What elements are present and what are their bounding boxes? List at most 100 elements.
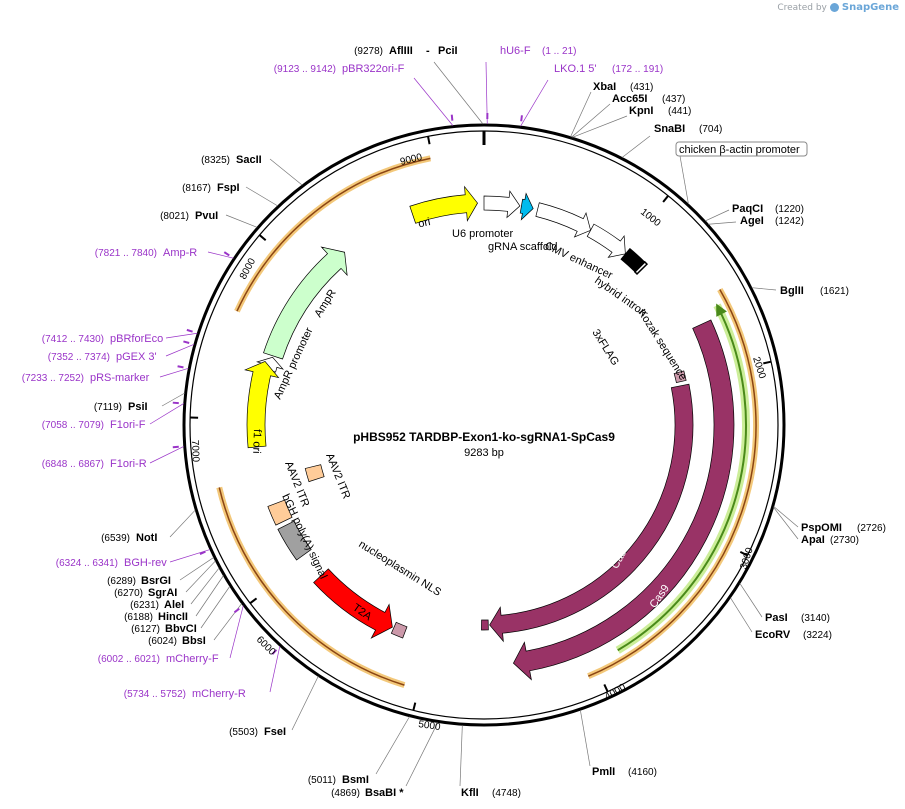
enzyme-pos-fsei: (5503) <box>229 727 258 738</box>
feature-label-itr2: AAV2 ITR <box>323 452 352 501</box>
enzyme-hincii: HincII <box>158 611 188 623</box>
feature-ori <box>409 185 478 224</box>
enzyme-pos-pspomi: (2726) <box>857 523 886 534</box>
enzyme-pcii: PciI <box>438 45 458 57</box>
primer-f1ori-f: F1ori-F <box>110 419 146 431</box>
primer-binding-mark <box>183 340 190 344</box>
orf-arc-green-inner <box>617 303 747 652</box>
enzyme-pspomi: PspOMI <box>801 522 842 534</box>
label-leader-line <box>161 392 185 407</box>
enzyme-pos-bsmi: (5011) <box>308 775 336 786</box>
tick-mark <box>412 702 417 711</box>
feature-u6-promoter <box>483 190 521 219</box>
feature-label-f1: f1 ori <box>250 429 263 454</box>
feature-label-cba: chicken β-actin promoter <box>679 144 800 156</box>
primer-f1ori-r: F1ori-R <box>110 458 147 470</box>
label-leader-line <box>291 676 319 731</box>
enzyme-fspi: FspI <box>217 182 240 194</box>
orf-arc-cas9-inner <box>588 289 757 677</box>
label-leader-line <box>185 560 216 593</box>
feature-label-ori: ori <box>417 216 431 230</box>
enzyme-afliii: AflIII <box>389 45 413 57</box>
label-leader-line <box>580 710 591 767</box>
enzyme-pos-noti: (6539) <box>101 533 130 544</box>
tick-label-1000: 1000 <box>638 207 663 230</box>
enzyme-pos-paqci: (1220) <box>775 204 804 215</box>
tick-mark <box>662 195 669 203</box>
label-leader-line <box>229 605 244 659</box>
primer-mcherry-f: mCherry-F <box>166 653 219 665</box>
enzyme-pos-kfli: (4748) <box>492 788 521 799</box>
label-leader-line <box>375 716 410 775</box>
label-leader-line <box>149 446 184 464</box>
tick-mark <box>427 136 431 145</box>
primer-binding-mark <box>223 251 230 257</box>
primer-binding-mark <box>271 649 278 655</box>
enzyme-pos-bsabi: (4869) <box>331 788 360 799</box>
label-leader-line <box>572 115 628 138</box>
primer-range-f1ori-r: (6848 .. 6867) <box>42 459 104 470</box>
enzyme-ecorv: EcoRV <box>755 629 791 641</box>
primer-range-f1ori-f: (7058 .. 7079) <box>42 420 104 431</box>
tick-mark <box>763 360 772 365</box>
enzyme-pos-kpni: (441) <box>668 106 691 117</box>
label-leader-line <box>165 344 195 357</box>
enzyme-pos-agei: (1242) <box>775 216 804 227</box>
primer-range-pgex3: (7352 .. 7374) <box>48 352 110 363</box>
feature-cas9-inner <box>489 383 694 643</box>
feature-label-kozak: Kozak sequence <box>635 307 688 382</box>
primer-binding-mark <box>177 365 184 369</box>
enzyme-pos-pmli: (4160) <box>628 767 657 778</box>
feature-f1-ori <box>244 360 280 449</box>
label-leader-line <box>413 77 454 126</box>
label-leader-line <box>520 79 549 127</box>
label-leader-line <box>149 403 184 425</box>
primer-pbrforeco: pBRforEco <box>110 333 163 345</box>
label-leader-line <box>708 221 737 225</box>
primer-hu6-f: hU6-F <box>500 45 531 57</box>
enzyme-paqci: PaqCI <box>732 203 763 215</box>
feature-3xflag <box>673 370 687 383</box>
enzyme-pos-xbai: (431) <box>630 82 653 93</box>
snapgene-logo-icon <box>829 3 839 12</box>
enzyme-pos-apai: (2730) <box>830 535 859 546</box>
orf-arc-ampr <box>234 155 432 313</box>
feature-label-u6: U6 promoter <box>452 228 513 240</box>
enzyme-kpni: KpnI <box>629 105 653 117</box>
enzyme-pmli: PmlI <box>592 766 615 778</box>
label-leader-line <box>570 91 592 137</box>
enzyme-xbai: XbaI <box>593 81 616 93</box>
enzyme-bsabi: BsaBI * <box>365 787 404 799</box>
feature-cas9-outer <box>512 319 735 681</box>
label-leader-line <box>571 103 611 138</box>
primer-range-hu6-f: (1 .. 21) <box>542 46 576 57</box>
feature-bgh-polya <box>277 520 312 561</box>
enzyme-pos-afliii: (9278) <box>354 46 383 57</box>
tick-mark <box>739 551 748 557</box>
label-leader-line <box>739 583 763 618</box>
label-leader-line <box>200 586 231 629</box>
enzyme-apai: ApaI <box>801 534 825 546</box>
label-leader-line <box>405 722 439 787</box>
label-leader-line <box>269 158 303 186</box>
enzyme-pos-sacii: (8325) <box>201 155 230 166</box>
tick-mark <box>258 234 267 241</box>
enzyme-psii: PsiI <box>128 401 148 413</box>
label-leader-line <box>225 214 258 228</box>
feature-mcherry <box>313 568 393 639</box>
tick-label-7000: 7000 <box>189 440 201 463</box>
enzyme-pos-ecorv: (3224) <box>803 630 832 641</box>
label-leader-line <box>159 368 189 378</box>
label-leader-line <box>207 251 234 259</box>
primer-prs-marker: pRS-marker <box>90 372 150 384</box>
primer-range-amp-r: (7821 .. 7840) <box>95 248 157 259</box>
feature-label-grna: gRNA scaffold <box>488 241 558 253</box>
label-leader-line <box>169 509 196 538</box>
cba-label-box <box>675 141 808 157</box>
enzyme-bbsi: BbsI <box>182 635 206 647</box>
feature-cmv-enhancer <box>535 202 592 238</box>
plasmid-name: pHBS952 TARDBP-Exon1-ko-sgRNA1-SpCas9 <box>353 430 615 444</box>
primer-pbr322ori: pBR322ori-F <box>342 63 405 75</box>
enzyme-pos-bbsi: (6024) <box>148 636 177 647</box>
